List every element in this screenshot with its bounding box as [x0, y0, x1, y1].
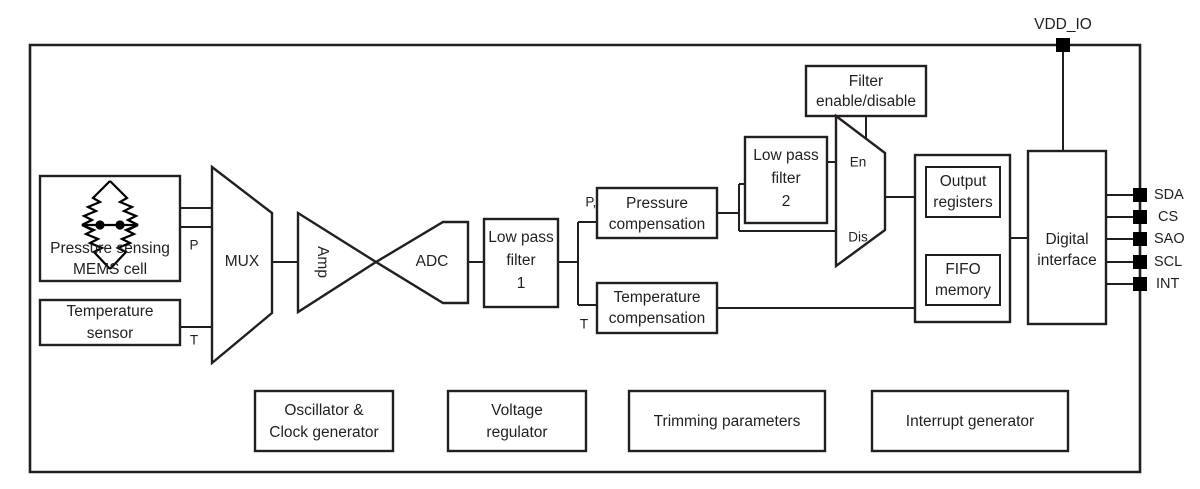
fifo-label-line2: memory [935, 282, 991, 299]
lpf2-label-line2: filter [771, 170, 800, 187]
filter-ctrl-label-line1: Filter [849, 73, 883, 90]
pin-label-int: INT [1156, 276, 1180, 292]
wheatstone-bridge-icon [81, 180, 139, 270]
digital-interface-label-line2: interface [1037, 252, 1096, 269]
block-voltage-regulator[interactable] [446, 389, 588, 453]
voltage-regulator-label-line1: Voltage [491, 402, 543, 419]
pin-label-sda: SDA [1154, 187, 1184, 203]
trimming-label: Trimming parameters [654, 413, 801, 430]
signal-label-t2: T [580, 317, 588, 332]
adc-label: ADC [416, 253, 449, 270]
temp-sensor-label-line1: Temperature [66, 303, 153, 320]
temp-sensor-label-line2: sensor [87, 325, 134, 342]
block-filter-mux[interactable] [834, 113, 887, 269]
pad-sao[interactable] [1133, 232, 1147, 246]
output-registers-label-line2: registers [933, 194, 993, 211]
fifo-label-line1: FIFO [945, 261, 980, 278]
block-low-pass-filter-1[interactable] [482, 217, 560, 309]
vdd-io-label: VDD_IO [1034, 16, 1092, 33]
pin-group: SDA CS SAO SCL INT [1106, 187, 1185, 292]
block-digital-interface[interactable] [1026, 149, 1108, 326]
temp-comp-label-line1: Temperature [613, 289, 700, 306]
digital-interface-label-line1: Digital [1045, 231, 1088, 248]
lpf1-label-line3: 1 [517, 275, 526, 292]
lpf1-label-line2: filter [506, 252, 535, 269]
voltage-regulator-label-line2: regulator [486, 424, 547, 441]
block-interrupt-generator[interactable] [870, 389, 1070, 453]
pad-sda[interactable] [1133, 188, 1147, 202]
block-amp[interactable] [296, 210, 379, 315]
mems-label-line2: MEMS cell [73, 261, 147, 278]
lpf1-label-line1: Low pass [488, 229, 554, 246]
filter-mux-dis-label: Dis [848, 230, 868, 245]
signal-label-t: T [190, 333, 198, 348]
pin-label-cs: CS [1158, 209, 1178, 225]
pin-label-scl: SCL [1154, 254, 1182, 270]
signal-label-p: P [189, 238, 198, 253]
mems-label-line1: Pressure sensing [50, 240, 170, 257]
oscillator-label-line1: Oscillator & [284, 402, 364, 419]
interrupt-label: Interrupt generator [906, 413, 1034, 430]
block-low-pass-filter-2[interactable] [743, 135, 829, 225]
block-oscillator-clock-generator[interactable] [253, 389, 395, 453]
amp-label: Amp [314, 246, 331, 278]
lpf2-label-line3: 2 [782, 193, 791, 210]
oscillator-label-line2: Clock generator [269, 424, 378, 441]
pressure-comp-label-line1: Pressure [626, 195, 688, 212]
temp-comp-label-line2: compensation [609, 310, 706, 327]
block-mems-cell[interactable] [38, 174, 182, 283]
block-fifo-memory[interactable] [925, 254, 1001, 306]
mux-label: MUX [225, 253, 260, 270]
block-mux[interactable] [210, 164, 274, 366]
pad-scl[interactable] [1133, 255, 1147, 269]
pressure-comp-label-line2: compensation [609, 216, 706, 233]
vdd-io-pad[interactable] [1056, 38, 1070, 52]
block-temperature-sensor[interactable] [38, 298, 182, 347]
pin-label-sao: SAO [1154, 231, 1185, 247]
block-pressure-compensation[interactable] [595, 186, 719, 240]
pad-cs[interactable] [1133, 210, 1147, 224]
block-trimming-parameters[interactable] [627, 389, 827, 453]
output-registers-label-line1: Output [940, 173, 987, 190]
pad-int[interactable] [1133, 277, 1147, 291]
lpf2-label-line1: Low pass [753, 147, 819, 164]
block-output-registers[interactable] [925, 166, 1001, 218]
chip-boundary [28, 43, 1142, 474]
filter-ctrl-label-line2: enable/disable [816, 93, 916, 110]
filter-mux-en-label: En [850, 155, 867, 170]
